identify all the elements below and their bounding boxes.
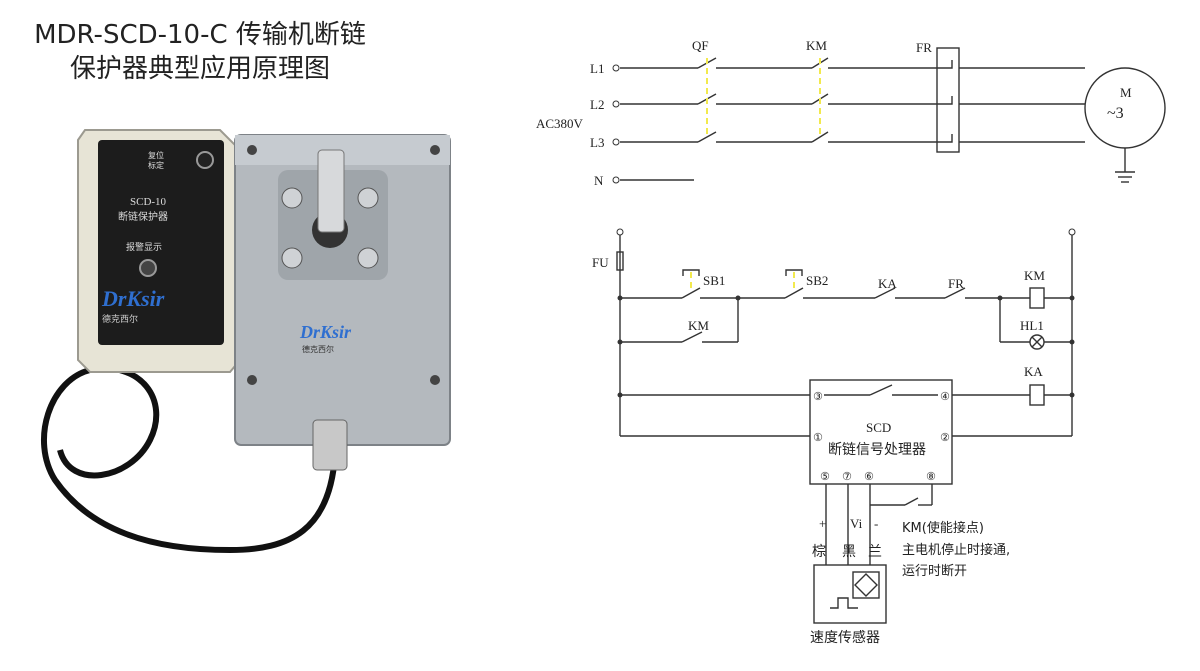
title-line-1: MDR-SCD-10-C 传输机断链	[34, 20, 366, 50]
label-km-coil: KM	[1024, 268, 1045, 283]
wiring-schematic: L1 L2 L3 N AC380V QF KM FR M ~3 FU SB1 S…	[536, 38, 1166, 646]
label-wire-black: 黑	[842, 544, 856, 560]
label-scd: SCD	[866, 420, 891, 435]
label-km-note-1: KM(使能接点)	[902, 520, 984, 536]
terminal-7: ⑦	[842, 470, 852, 483]
label-l1: L1	[590, 61, 604, 76]
device-model-name: 断链保护器	[118, 210, 168, 223]
label-motor: M	[1120, 85, 1132, 100]
label-sb1: SB1	[703, 273, 725, 288]
sensor-connector	[312, 419, 348, 471]
reset-label-2: 标定	[148, 160, 164, 170]
label-minus: -	[874, 516, 878, 531]
label-km-hold: KM	[688, 318, 709, 333]
label-km-power: KM	[806, 38, 827, 53]
label-n: N	[594, 173, 604, 188]
terminal-5: ⑤	[820, 470, 830, 483]
brand-logo: DrKsir	[101, 286, 165, 311]
terminal-2: ②	[940, 431, 950, 444]
label-vi: Vi	[850, 516, 863, 531]
reset-button[interactable]	[196, 151, 214, 169]
device-photo: 复位 标定 SCD-10 断链保护器 报警显示 DrKsir 德克西尔 DrKs…	[40, 129, 451, 554]
terminal-3: ③	[813, 390, 823, 403]
terminal-4: ④	[940, 390, 950, 403]
label-processor: 断链信号处理器	[828, 442, 926, 458]
controller-box: 复位 标定 SCD-10 断链保护器 报警显示 DrKsir 德克西尔	[77, 129, 241, 373]
device-model: SCD-10	[130, 196, 167, 208]
label-wire-brown: 棕	[812, 544, 826, 560]
terminal-1: ①	[813, 431, 823, 444]
label-fu: FU	[592, 255, 609, 270]
label-supply: AC380V	[536, 116, 584, 131]
label-km-note-3: 运行时断开	[902, 564, 967, 579]
label-fr-power: FR	[916, 40, 932, 55]
label-qf: QF	[692, 38, 709, 53]
terminal-6: ⑥	[864, 470, 874, 483]
sensor-cable	[40, 365, 338, 554]
label-hl1: HL1	[1020, 318, 1044, 333]
sensor-housing: DrKsir 德克西尔	[234, 134, 451, 471]
reset-label-1: 复位	[148, 150, 164, 160]
label-ka-contact: KA	[878, 276, 897, 291]
housing-brand-sub: 德克西尔	[302, 344, 334, 354]
title-line-2: 保护器典型应用原理图	[69, 54, 330, 84]
label-ka-coil: KA	[1024, 364, 1043, 379]
label-plus: +	[819, 516, 826, 531]
alarm-lamp	[139, 259, 157, 277]
label-km-note-2: 主电机停止时接通,	[902, 542, 1010, 558]
terminal-8: ⑧	[926, 470, 936, 483]
alarm-label: 报警显示	[126, 241, 162, 253]
label-l3: L3	[590, 135, 604, 150]
label-sb2: SB2	[806, 273, 828, 288]
housing-brand-logo: DrKsir	[299, 322, 352, 342]
label-sensor: 速度传感器	[810, 629, 880, 646]
label-wire-blue: 兰	[868, 544, 882, 560]
label-fr-contact: FR	[948, 276, 964, 291]
drive-shaft	[317, 149, 345, 233]
label-motor-phase: ~3	[1107, 105, 1124, 122]
brand-sub: 德克西尔	[102, 313, 138, 325]
label-l2: L2	[590, 97, 604, 112]
